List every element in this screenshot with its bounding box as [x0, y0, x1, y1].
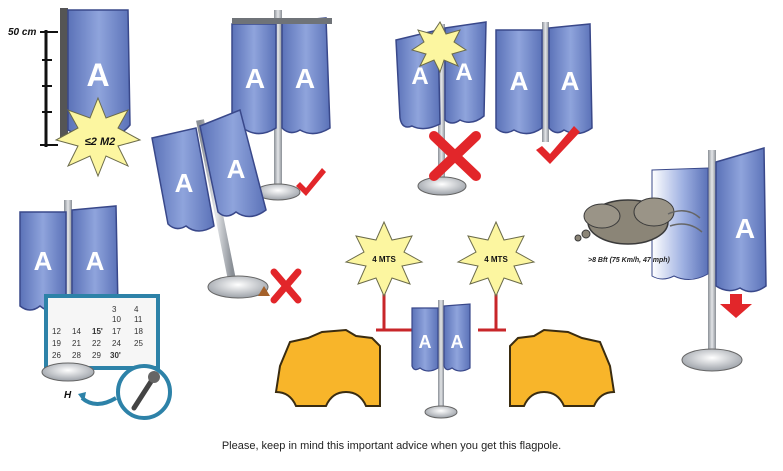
calendar-cell: 3 [112, 305, 117, 314]
wind-label: >8 Bft (75 Km/h, 47 mph) [588, 257, 671, 264]
car-right [509, 328, 616, 407]
calendar-cell: 30' [110, 351, 121, 360]
calendar-cells: 3 4 10 11 12 14 15' 17 18 19 21 22 24 25… [52, 305, 143, 360]
calendar-cell: 28 [72, 351, 81, 360]
distance-label-left: 4 MTS [372, 255, 396, 264]
burst-icon [456, 220, 536, 298]
distance-label-right: 4 MTS [484, 255, 508, 264]
calendar-cell: 29 [92, 351, 101, 360]
flag-letter: A [86, 57, 109, 93]
flag-letter-left: A [245, 63, 265, 94]
car-left [274, 328, 381, 407]
flag-letter-right: A [455, 59, 472, 86]
burst-icon [344, 220, 424, 298]
flag-letter-left: A [34, 246, 53, 276]
flag-letter-right: A [561, 66, 580, 96]
check-icon [296, 168, 326, 196]
calendar-cell: 18 [134, 327, 143, 336]
cross-icon [270, 268, 302, 304]
calendar-cell: 24 [112, 339, 121, 348]
calendar-cell: 11 [134, 315, 143, 324]
calendar-cell: 17 [112, 327, 121, 336]
calendar-cell: 19 [52, 339, 61, 348]
burst-icon [410, 21, 468, 74]
flag-letter-right: A [451, 332, 464, 352]
tilted-wrong-scene: A A [151, 108, 302, 304]
calendar-cell: 22 [92, 339, 101, 348]
size-label: 50 cm [8, 27, 36, 38]
check-icon [536, 126, 580, 164]
calendar-cell: 12 [52, 327, 61, 336]
warning-triangle-icon [258, 286, 270, 296]
distance-scene: 4 MTS 4 MTS A A [274, 220, 616, 419]
calendar-cell: 26 [52, 351, 61, 360]
down-arrow-icon [720, 294, 752, 318]
correct-mounting-scene: A A [231, 10, 332, 201]
flag-letter-left: A [510, 66, 529, 96]
advice-caption: Please, keep in mind this important advi… [221, 440, 562, 452]
flag-letter-right: A [86, 246, 105, 276]
calendar-cell: 4 [134, 305, 139, 314]
calendar-cell: 10 [112, 315, 121, 324]
flag-letter-left: A [411, 63, 428, 90]
maintenance-scene: A A 3 4 10 11 12 14 15' 17 18 19 21 22 2… [19, 200, 172, 420]
height-label: H [64, 390, 72, 401]
calendar-cell: 15' [92, 327, 103, 336]
rotate-arrow-icon [80, 396, 118, 406]
flag-letter-right: A [227, 154, 246, 184]
tangled-vs-good-scene: A A A A [395, 21, 593, 196]
calendar [44, 294, 160, 370]
burst-icon [54, 96, 142, 178]
flag-letter: A [735, 213, 755, 244]
calendar-cell: 14 [72, 327, 81, 336]
size-limit-scene: 50 cm A ≤2 M2 [8, 8, 142, 178]
flag-letter-right: A [295, 63, 315, 94]
flag-letter-left: A [175, 168, 194, 198]
cross-icon [429, 131, 481, 181]
calendar-cell: 21 [72, 339, 81, 348]
flag-letter-left: A [419, 332, 432, 352]
calendar-cell: 25 [134, 339, 143, 348]
wind-warning-scene: A >8 Bft (75 Km/h, 47 mph) [574, 147, 767, 372]
area-label: ≤2 M2 [85, 136, 116, 148]
storm-cloud-icon [574, 197, 703, 245]
